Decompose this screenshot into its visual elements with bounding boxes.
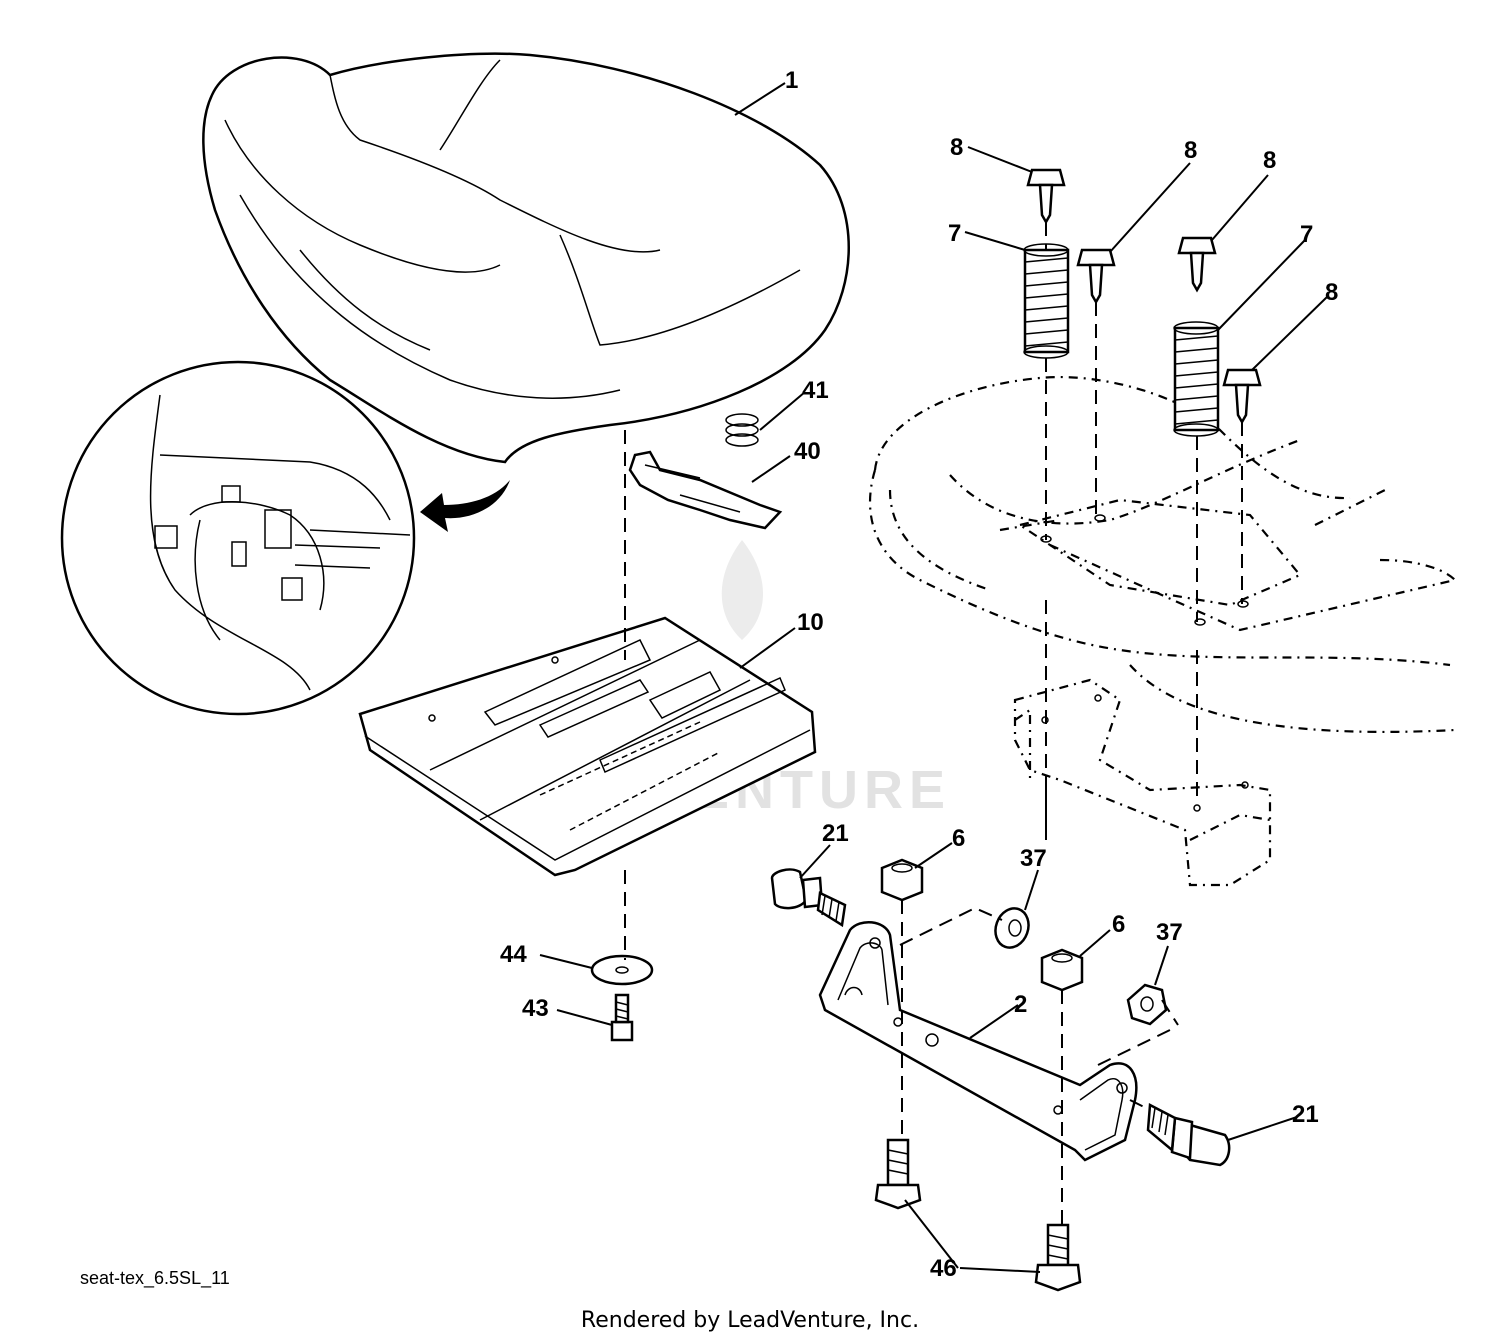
washer-44 [590,954,654,986]
bolt-21-left [770,868,847,928]
callout-7-a: 7 [948,220,961,247]
callout-21-b: 21 [1292,1101,1319,1128]
flame-watermark-icon [721,540,763,640]
callout-8-c: 8 [1263,147,1276,174]
diagram-id-label: seat-tex_6.5SL_11 [80,1268,230,1288]
callout-6-b: 6 [1112,911,1125,938]
callout-37-a: 37 [1020,845,1047,872]
spacer-37-right [1126,983,1168,1026]
seat-pan-10 [358,616,817,877]
callout-40: 40 [794,438,821,465]
inset-detail [60,360,510,716]
callout-8-a: 8 [950,134,963,161]
fender-outline [868,376,1456,733]
spring-7-left [1023,243,1070,359]
callout-37-b: 37 [1156,919,1183,946]
screw-8-c [1177,236,1217,293]
callout-21-a: 21 [822,820,849,847]
screw-8-b [1076,248,1116,305]
spacer-37-left [994,907,1030,949]
nut-6-right [1040,948,1084,992]
callout-8-b: 8 [1184,137,1197,164]
switch-bracket-40 [628,450,783,530]
callout-6-a: 6 [952,825,965,852]
callout-41: 41 [802,377,829,404]
screw-8-a [1026,168,1066,225]
callout-8-d: 8 [1325,279,1338,306]
leader-lines [539,82,1329,1273]
callout-46: 46 [930,1255,957,1282]
spring-7-right [1173,321,1220,437]
bolt-46-left [874,1138,922,1210]
callout-1: 1 [785,67,798,94]
callout-43: 43 [522,995,549,1022]
nut-6-left [880,858,924,902]
screw-8-d [1222,368,1262,425]
bolt-43 [610,993,634,1042]
spring-41 [725,413,759,447]
bolt-21-right [1146,1103,1231,1167]
callout-7-b: 7 [1300,221,1313,248]
callout-44: 44 [500,941,527,968]
curved-arrow-icon [420,480,510,532]
pivot-bracket-2 [818,921,1138,1162]
callout-2: 2 [1014,991,1027,1018]
rendered-by-footer: Rendered by LeadVenture, Inc. [580,1308,920,1333]
callout-labels: 1 41 40 10 8 8 8 8 7 7 21 6 37 6 37 2 44… [500,67,1338,1282]
frame-bracket [1013,678,1272,887]
callout-10: 10 [797,609,824,636]
bolt-46-right [1034,1223,1082,1292]
seat [202,52,850,464]
